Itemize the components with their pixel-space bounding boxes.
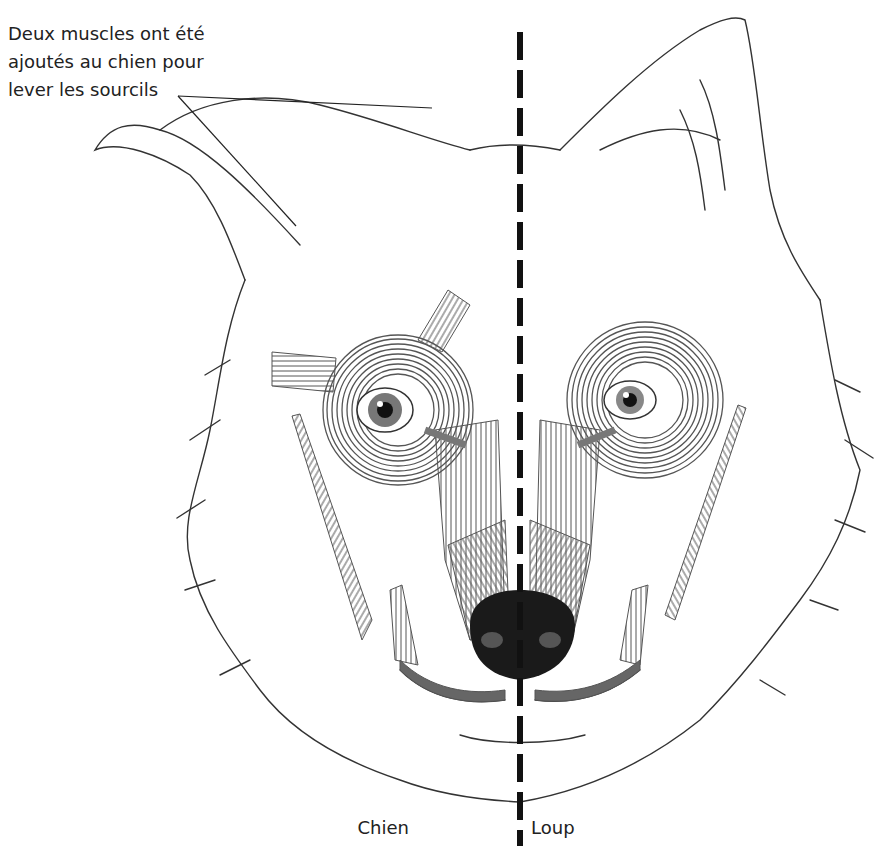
- facial-muscle: [272, 290, 746, 702]
- leader-line: [178, 96, 432, 226]
- annotation-note: Deux muscles ont été ajoutés au chien po…: [8, 20, 208, 104]
- divider-line: [517, 32, 523, 846]
- eye: [357, 381, 656, 432]
- head-outline: [95, 18, 873, 802]
- side-label: Chien: [358, 814, 409, 842]
- side-label: Loup: [531, 814, 575, 842]
